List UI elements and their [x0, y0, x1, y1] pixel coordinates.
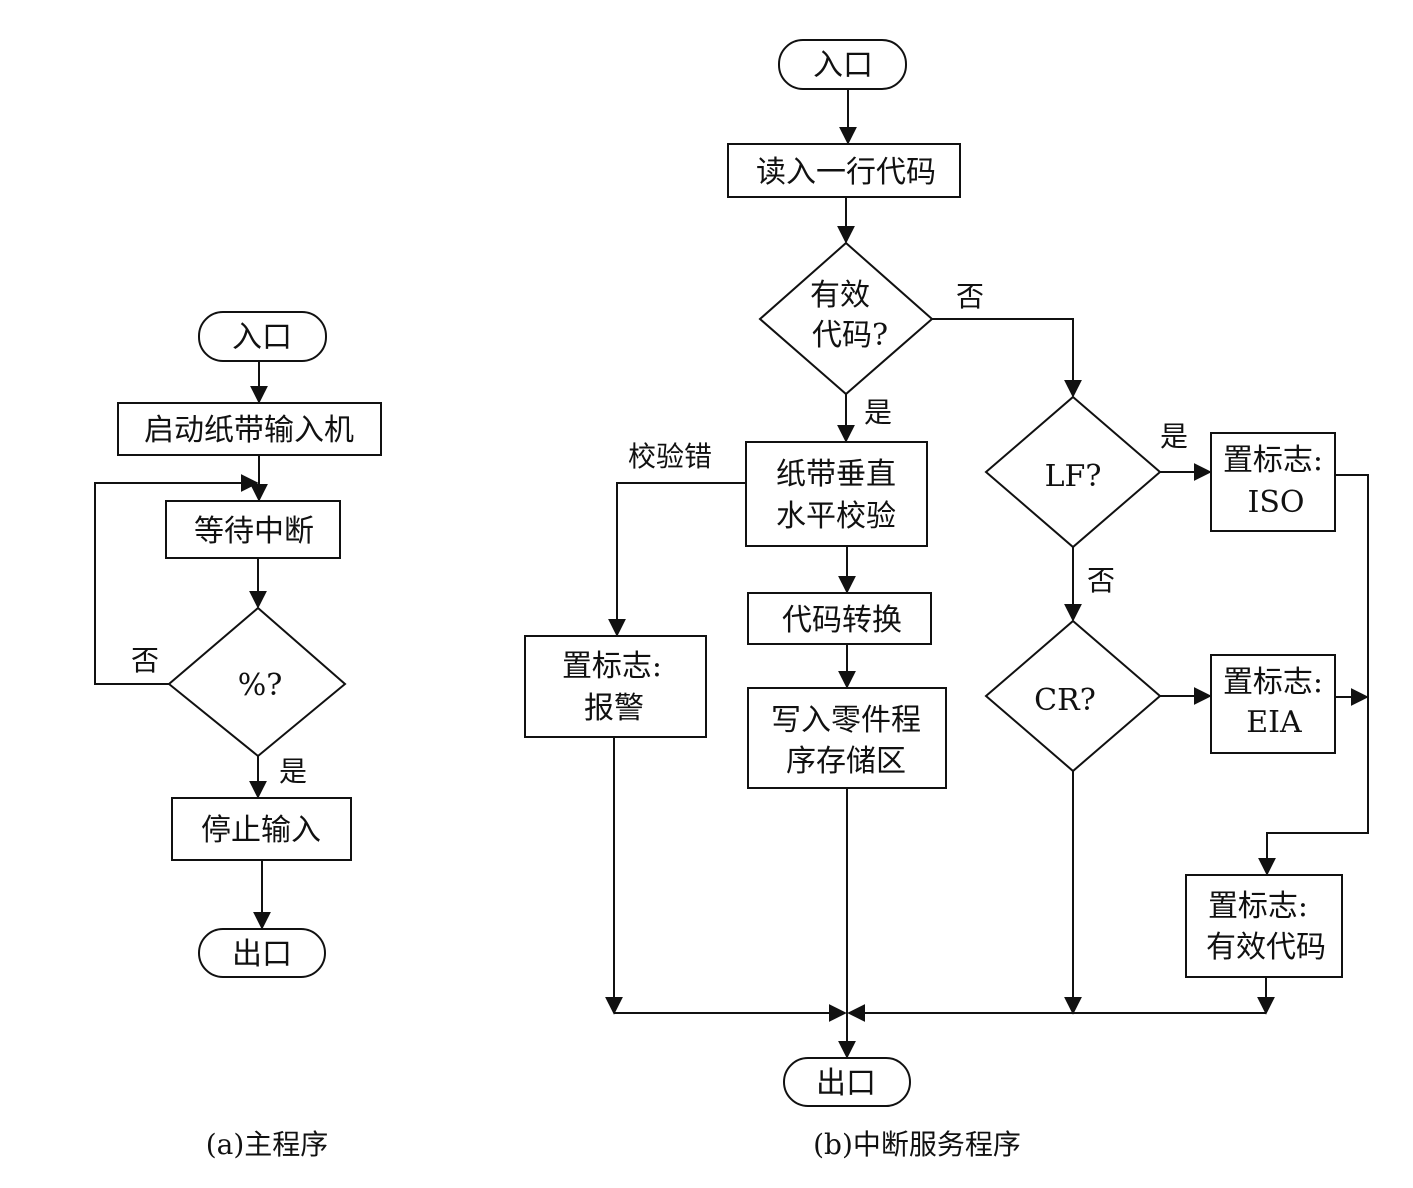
isr-parity-check-label-2: 水平校验 [776, 499, 896, 534]
isr-valid-code-label-2: 代码? [812, 318, 888, 353]
isr-label-yes-lf: 是 [1160, 420, 1188, 453]
isr-eia-label-2: EIA [1246, 705, 1302, 740]
isr-label-no-lf: 否 [1087, 564, 1115, 597]
main-wait-interrupt-label: 等待中断 [194, 514, 314, 549]
isr-diagram: 入口 读入一行代码 有效 代码? 否 是 纸带垂直 水平校验 校验错 置标志: … [524, 39, 1369, 1161]
isr-alarm-label-2: 报警 [584, 691, 644, 726]
main-entry-label: 入口 [232, 320, 292, 355]
isr-iso-label-1: 置标志: [1223, 443, 1323, 478]
main-entry-terminal [198, 311, 327, 362]
main-wait-interrupt-box [165, 500, 341, 559]
isr-eia-box [1210, 654, 1336, 754]
isr-line-iso-merge [1258, 474, 1369, 876]
isr-arrow-parity-error [608, 482, 746, 637]
isr-entry-label: 入口 [813, 48, 873, 83]
isr-entry-terminal [778, 39, 907, 90]
isr-parity-check-label-1: 纸带垂直 [776, 457, 896, 492]
isr-cr-label: CR? [1034, 683, 1096, 718]
isr-read-line-label: 读入一行代码 [756, 155, 936, 190]
isr-valid-flag-label-2: 有效代码 [1206, 930, 1326, 965]
isr-lf-label: LF? [1045, 459, 1102, 494]
main-label-yes: 是 [279, 755, 307, 788]
isr-valid-flag-label-1: 置标志: [1208, 889, 1308, 924]
isr-exit-label: 出口 [816, 1066, 876, 1101]
main-loop-back-no [94, 474, 259, 685]
isr-label-no-valid: 否 [956, 280, 984, 313]
isr-eia-label-1: 置标志: [1223, 665, 1323, 700]
isr-alarm-label-1: 置标志: [562, 649, 662, 684]
isr-valid-flag-box [1185, 874, 1343, 978]
main-exit-label: 出口 [232, 937, 292, 972]
isr-write-buffer-label-1: 写入零件程 [771, 703, 921, 738]
isr-label-yes-valid: 是 [864, 396, 892, 429]
isr-caption: (b)中断服务程序 [813, 1128, 1021, 1161]
isr-parity-check-box [745, 441, 928, 547]
isr-valid-code-label-1: 有效 [810, 278, 870, 313]
main-label-no: 否 [131, 644, 159, 677]
isr-code-convert-box [747, 592, 932, 645]
isr-iso-label-2: ISO [1248, 485, 1305, 520]
main-program-diagram: 入口 启动纸带输入机 等待中断 %? 否 是 停止输入 出口 (a)主程序 [94, 311, 382, 1161]
isr-read-line-box [727, 143, 961, 198]
main-stop-input-label: 停止输入 [201, 813, 321, 848]
isr-arrow-valid-no [932, 318, 1082, 398]
isr-alarm-box [524, 635, 707, 738]
main-caption: (a)主程序 [206, 1128, 329, 1161]
main-exit-terminal [198, 928, 326, 978]
isr-code-convert-label: 代码转换 [782, 603, 902, 638]
main-start-reader-box [117, 402, 382, 456]
isr-exit-terminal [783, 1057, 911, 1107]
isr-parity-error-label: 校验错 [628, 440, 712, 473]
main-start-reader-label: 启动纸带输入机 [144, 413, 354, 448]
isr-iso-box [1210, 432, 1336, 532]
isr-write-buffer-label-2: 序存储区 [786, 744, 906, 779]
main-percent-label: %? [238, 668, 283, 703]
isr-write-buffer-box [747, 687, 947, 789]
